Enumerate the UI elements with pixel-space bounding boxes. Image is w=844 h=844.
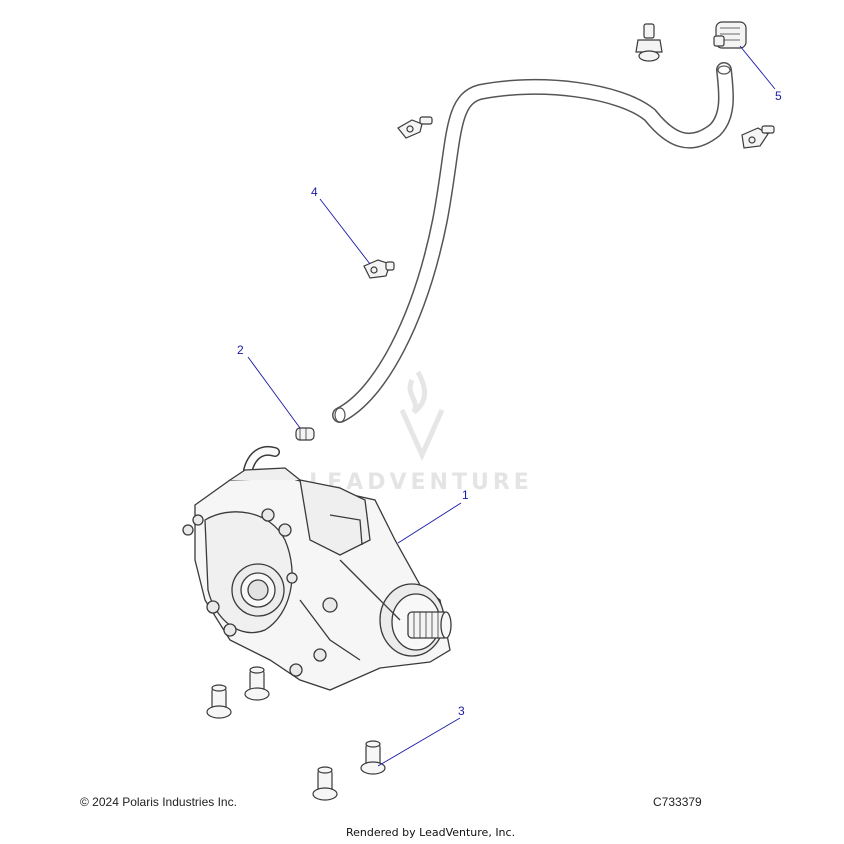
rendered-by-text: Rendered by LeadVenture, Inc. (346, 826, 516, 839)
bolt-2[interactable] (244, 666, 270, 701)
callout-2[interactable]: 2 (237, 343, 244, 357)
leader-3 (377, 717, 461, 767)
hose-clip-top-left[interactable] (397, 116, 433, 139)
vent-hose[interactable] (332, 62, 735, 423)
copyright-text: © 2024 Polaris Industries Inc. (80, 795, 237, 809)
hose-clip-right[interactable] (741, 125, 775, 149)
leader-1 (397, 502, 462, 544)
leader-5 (739, 45, 776, 90)
callout-leaders (247, 45, 776, 767)
hose-clip-part-5[interactable] (713, 21, 747, 49)
callout-5[interactable]: 5 (775, 89, 782, 103)
callout-4[interactable]: 4 (311, 185, 318, 199)
diagram-code: C733379 (653, 795, 702, 809)
clip-part-4[interactable] (363, 259, 395, 279)
vent-fitting-top[interactable] (635, 23, 663, 62)
leader-2 (247, 356, 301, 429)
front-gearcase-assembly[interactable] (182, 446, 452, 691)
callout-1[interactable]: 1 (462, 488, 469, 502)
clamp-part-2[interactable] (295, 427, 315, 441)
leader-4 (319, 198, 371, 265)
watermark-logo (399, 370, 445, 462)
callout-3[interactable]: 3 (458, 704, 465, 718)
bolt-4[interactable] (312, 766, 338, 801)
bolt-3[interactable] (360, 740, 386, 775)
bolt-1[interactable] (206, 684, 232, 719)
